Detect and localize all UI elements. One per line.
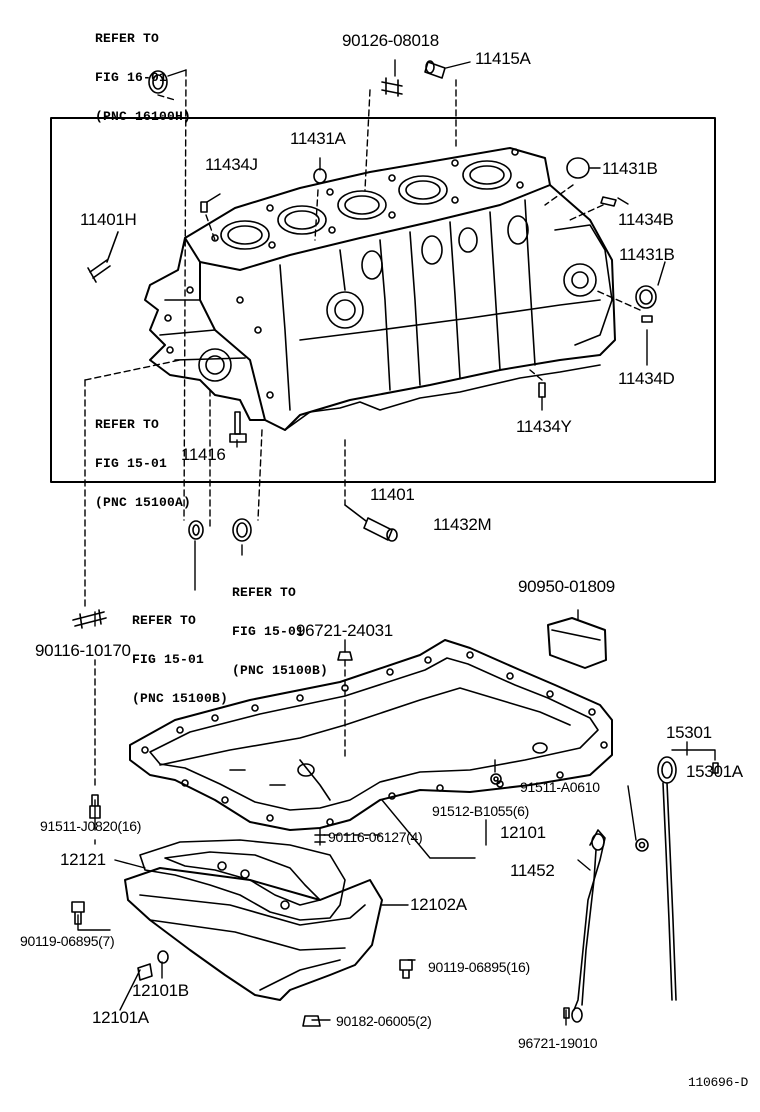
refer-line: FIG 15-01 [232,624,305,639]
label-90119-06895-7: 90119-06895(7) [20,933,115,949]
label-11431B-top: 11431B [602,159,658,178]
refer-to-fig-16-01: REFER TO FIG 16-01 (PNC 16100H) [95,6,191,136]
oil-pan-lower-12102A [124,867,383,1001]
refer-line: REFER TO [132,613,197,628]
gaskets-below-block [188,518,252,542]
dashed-guides [84,69,641,836]
plug-11431A [313,168,327,184]
refer-line: (PNC 15100B) [232,663,329,678]
label-90116-06127: 90116-06127(4) [328,829,423,845]
block-group-frame [50,117,716,483]
pin-11434D [641,315,653,323]
refer-line: FIG 16-01 [95,70,168,85]
oil-seal-16100H [148,70,168,94]
label-90950-01809: 90950-01809 [518,577,615,596]
label-11434Y: 11434Y [516,417,572,436]
refer-line: (PNC 16100H) [95,109,192,124]
refer-line: FIG 15-01 [132,652,205,667]
stud-90126-08018 [381,77,403,97]
cylinder-block [144,147,616,431]
label-11434J: 11434J [205,155,258,174]
label-90116-10170: 90116-10170 [35,641,131,660]
nut-90182-06005 [302,1015,321,1027]
label-91511-J0820: 91511-J0820(16) [40,818,142,834]
label-11415A: 11415A [475,49,531,68]
label-90119-06895-16: 90119-06895(16) [428,959,530,975]
label-11401H: 11401H [80,210,137,229]
cover-90950-01809 [547,617,607,669]
label-11416: 11416 [181,445,226,464]
label-90182-06005: 90182-06005(2) [336,1013,432,1029]
label-11432M: 11432M [433,515,492,534]
refer-to-fig-15-01-b-left: REFER TO FIG 15-01 (PNC 15100B) [132,588,228,718]
label-12101: 12101 [500,823,546,842]
label-15301A: 15301A [686,762,743,781]
sensor-11432M [344,504,398,542]
bolt-90119-06895-16 [399,959,413,979]
pin-15301A [712,762,719,774]
label-11434B: 11434B [618,210,674,229]
bolt-91511-J0820 [89,794,101,819]
refer-line: FIG 15-01 [95,456,168,471]
refer-to-fig-15-01-a: REFER TO FIG 15-01 (PNC 15100A) [95,392,191,522]
gasket-91512-B1055 [490,773,502,785]
solid-leaders [77,59,716,1026]
baffle-plate-12121 [139,839,346,921]
refer-line: REFER TO [95,417,160,432]
pin-11434B [600,196,617,207]
label-12121: 12121 [60,850,106,869]
label-90126-08018: 90126-08018 [342,31,439,50]
refer-line: (PNC 15100A) [95,495,192,510]
refer-line: REFER TO [232,585,297,600]
label-96721-19010: 96721-19010 [518,1035,598,1051]
label-12102A: 12102A [410,895,467,914]
label-12101A: 12101A [92,1008,149,1027]
pin-11434Y [538,382,546,398]
drain-plug-12101A [137,963,153,981]
plug-11431B-mid [635,285,657,309]
label-12101B: 12101B [132,981,189,1000]
refer-line: REFER TO [95,31,160,46]
plug-11415A [424,60,446,79]
figure-code: 110696-D [688,1075,749,1090]
oil-pan-12101 [129,639,613,831]
gasket-12101B [157,950,169,964]
bolt-90119-06895-7 [71,901,85,925]
label-11434D: 11434D [618,369,675,388]
gasket-91511-A0610 [635,838,649,852]
plug-11431B-top [566,157,590,179]
label-91512-B1055: 91512-B1055(6) [432,803,529,819]
label-11452: 11452 [510,861,555,880]
dipstick-15301 [657,756,677,1001]
label-11431A: 11431A [290,129,346,148]
refer-line: (PNC 15100B) [132,691,229,706]
label-11431B-mid: 11431B [619,245,675,264]
stud-90116-06127 [314,834,326,843]
pin-96721-24031 [337,651,353,661]
label-91511-A0610: 91511-A0610 [520,779,600,795]
pin-96721-19010 [563,1007,570,1019]
label-11401: 11401 [370,485,415,504]
label-15301: 15301 [666,723,712,742]
stud-11401H [87,231,119,283]
stud-90116-10170 [72,609,107,629]
label-96721-24031: 96721-24031 [296,621,393,640]
pin-11434J [200,201,208,213]
bolt-11416 [229,411,247,443]
dipstick-guide-11452 [571,829,606,1023]
refer-to-fig-15-01-b-right: REFER TO FIG 15-01 (PNC 15100B) [232,560,328,690]
